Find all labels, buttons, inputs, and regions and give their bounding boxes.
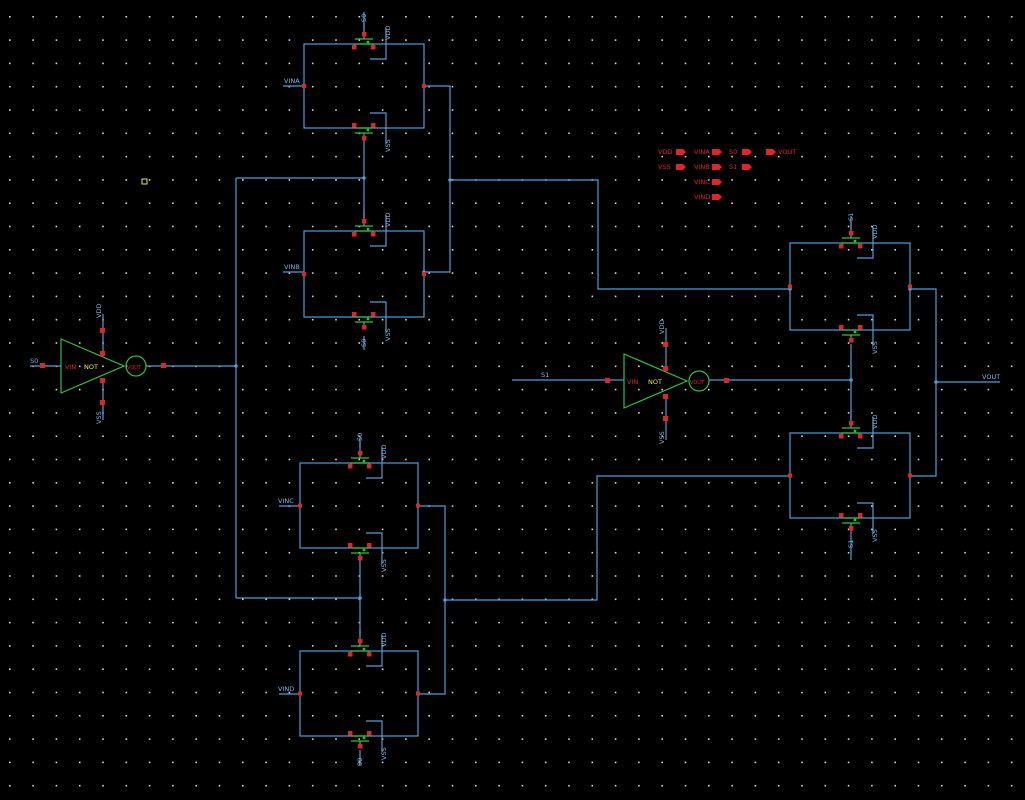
pin-list-col3: S0 S1 (729, 148, 752, 171)
wires (166, 12, 1000, 766)
transistor-vdd-label: VDD (871, 225, 879, 239)
red-pin-arrow-icon (676, 164, 686, 170)
transistor-vss-label: VSS (871, 341, 879, 354)
pin-list-item: S0 (729, 148, 737, 156)
net-label-vout: VOUT (982, 373, 1000, 381)
inverter-name-label: NOT (648, 378, 662, 386)
transmission-gates: VDDVSSS0VDDVSSS0VDDVSSS0VDDVSSS0VDDVSSS1… (298, 14, 912, 766)
inverter-vout-pin-label: VOUT (127, 365, 142, 371)
red-pin-arrow-icon (742, 149, 752, 155)
inverter-vin-pin-label: VIN (627, 378, 638, 386)
transistor-vdd-label: VDD (384, 213, 392, 227)
transistor-vdd-label: VDD (380, 445, 388, 459)
transistor-vss-label: VSS (380, 747, 388, 760)
net-label-vinc: VINC (278, 497, 294, 505)
wire-junctions (234, 84, 938, 696)
mos-transistor-icon[interactable] (348, 543, 372, 561)
transistor-gate-label: S1 (847, 540, 855, 548)
transistor-gate-label: S0 (360, 339, 368, 347)
pin-list-item: VINB (694, 163, 710, 171)
transmission-gate[interactable]: VDD VSS S0 (298, 629, 420, 766)
net-labels: VINA VINB VINC VIND VOUT (278, 77, 1000, 693)
pin-list-item: VDD (658, 148, 672, 156)
pin-list-item: S1 (729, 163, 737, 171)
red-pin-arrow-icon (676, 149, 686, 155)
pin-list-col2: VINA VINB VINC VIND (694, 148, 722, 201)
transistor-vss-label: VSS (384, 139, 392, 152)
net-label-vina: VINA (284, 77, 300, 85)
mos-transistor-icon[interactable] (348, 639, 372, 657)
mos-transistor-icon[interactable] (348, 731, 372, 749)
red-pin-arrow-icon (712, 164, 722, 170)
inverter-bubble-icon (688, 370, 710, 392)
pin-list-item: VINA (694, 148, 710, 156)
mos-transistor-icon[interactable] (352, 123, 376, 141)
inverter-vdd-label: VDD (95, 304, 103, 318)
pin-list-item: VOUT (778, 148, 796, 156)
net-label-s0-input: S0 (30, 357, 38, 365)
inverter-vss-label: VSS (95, 411, 103, 424)
transistor-vss-label: VSS (380, 559, 388, 572)
transistor-gate-label: S0 (356, 433, 364, 441)
transistor-gate-label: S0 (360, 14, 368, 22)
transistor-vdd-label: VDD (380, 633, 388, 647)
mos-transistor-icon[interactable] (352, 219, 376, 237)
mos-transistor-icon[interactable] (839, 231, 863, 249)
inverter-s0[interactable]: NOT VIN VOUT VDD VSS S0 (30, 304, 166, 424)
inverter-vin-pin-label: VIN (65, 363, 76, 371)
pin-list: VDD VSS VINA VINB VINC VIND S0 S1 VOUT (658, 148, 796, 201)
net-label-vind: VIND (278, 685, 294, 693)
red-pin-arrow-icon (712, 149, 722, 155)
transistor-vss-label: VSS (871, 529, 879, 542)
grid-dots (9, 16, 1013, 787)
mos-transistor-icon[interactable] (348, 451, 372, 469)
transistor-gate-label: S1 (847, 213, 855, 221)
transistor-vdd-label: VDD (384, 26, 392, 40)
mos-transistor-icon[interactable] (839, 325, 863, 343)
transistor-vdd-label: VDD (871, 415, 879, 429)
pin-list-item: VIND (694, 193, 710, 201)
pin-list-item: VINC (694, 178, 710, 186)
inverter-vout-pin-label: VOUT (690, 380, 705, 386)
transistor-gate-label: S0 (356, 758, 364, 766)
net-label-s1-input: S1 (541, 371, 549, 379)
transmission-gate[interactable]: VDD VSS S1 (788, 411, 912, 548)
mos-transistor-icon[interactable] (352, 32, 376, 50)
transmission-gate[interactable]: VDD VSS S0 (298, 433, 420, 572)
inverter-s1[interactable]: NOT VIN VOUT VDD VSS S1 (541, 320, 729, 444)
red-pin-arrow-icon (712, 194, 722, 200)
transistor-vss-label: VSS (384, 328, 392, 341)
mos-transistor-icon[interactable] (839, 421, 863, 439)
pin-list-col1: VDD VSS (658, 148, 686, 171)
pin-list-item: VSS (658, 163, 671, 171)
inverter-name-label: NOT (84, 363, 98, 371)
mos-transistor-icon[interactable] (352, 312, 376, 330)
transmission-gate[interactable]: VDD VSS S0 (302, 14, 426, 152)
net-label-vinb: VINB (284, 263, 300, 271)
inverter-vss-label: VSS (658, 431, 666, 444)
red-pin-arrow-icon (712, 179, 722, 185)
selection-marker[interactable] (141, 178, 148, 185)
inverter-vdd-label: VDD (658, 320, 666, 334)
transmission-gate[interactable]: VDD VSS S0 (302, 209, 426, 347)
inverter-triangle-icon (623, 353, 689, 409)
pin-list-col4: VOUT (766, 148, 796, 156)
mos-transistor-icon[interactable] (839, 513, 863, 531)
red-pin-arrow-icon (766, 149, 776, 155)
transmission-gate[interactable]: VDD VSS S1 (788, 213, 912, 354)
red-pin-arrow-icon (742, 164, 752, 170)
